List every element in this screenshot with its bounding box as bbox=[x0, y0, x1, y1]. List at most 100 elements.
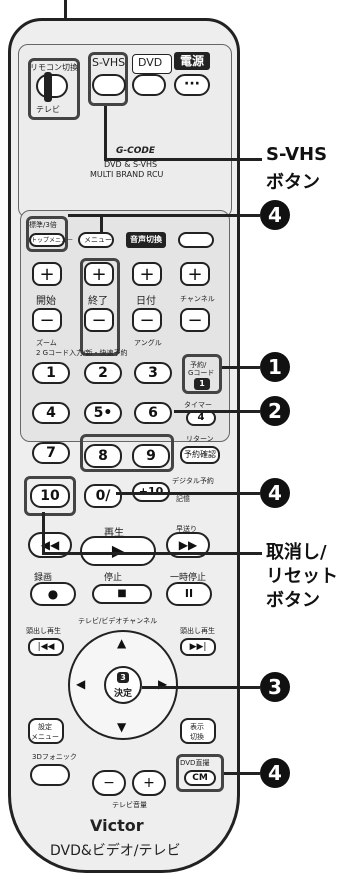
nav-left-icon[interactable]: ◀ bbox=[76, 677, 86, 691]
minus-button-4[interactable]: − bbox=[180, 308, 210, 332]
cue-next-label: 頭出し再生 bbox=[180, 627, 215, 635]
pause-button[interactable]: II bbox=[166, 582, 212, 606]
victor-logo: Victor bbox=[90, 816, 144, 835]
enter-label: 決定 bbox=[114, 689, 133, 699]
key-7[interactable]: 7 bbox=[32, 442, 70, 464]
pause-label: 一時停止 bbox=[170, 573, 207, 583]
gcode-input-label: 2 Gコード入力/新・快速予約 bbox=[36, 349, 128, 357]
cancel-leader-h bbox=[42, 552, 262, 555]
svhs-leader-h bbox=[104, 158, 262, 161]
callout3-leader bbox=[142, 686, 260, 689]
key-4[interactable]: 4 bbox=[32, 402, 70, 424]
minus-button-2[interactable]: − bbox=[84, 308, 114, 332]
cm-highlight bbox=[176, 754, 224, 792]
setup-menu-button[interactable] bbox=[28, 718, 64, 744]
plus-button-2[interactable]: + bbox=[84, 262, 114, 286]
setup-menu-label-1: 設定 bbox=[38, 723, 52, 731]
plus-button-1[interactable]: + bbox=[32, 262, 62, 286]
volume-minus-button[interactable]: − bbox=[92, 770, 126, 796]
key-3[interactable]: 3 bbox=[134, 362, 172, 384]
gcode-button[interactable]: 1 bbox=[194, 378, 210, 390]
col-label-date: 日付 bbox=[136, 296, 156, 307]
play-button[interactable]: ▶ bbox=[80, 536, 156, 566]
dvd-direct-label: DVD直撮 bbox=[180, 759, 210, 767]
key-1[interactable]: 1 bbox=[32, 362, 70, 384]
cancel-caption-3: ボタン bbox=[266, 590, 320, 611]
callout2-leader bbox=[174, 410, 260, 413]
col-label-channel: チャンネル bbox=[180, 295, 215, 303]
surround-button[interactable] bbox=[30, 764, 70, 786]
surround-label: 3Dフォニック bbox=[32, 753, 77, 761]
reserve-label: 予約/ bbox=[190, 361, 207, 369]
col-label-end: 終了 bbox=[88, 296, 108, 307]
col-label-start: 開始 bbox=[36, 296, 56, 307]
key-10[interactable]: 10 bbox=[30, 484, 70, 508]
brand-line-2: MULTI BRAND RCU bbox=[90, 170, 164, 179]
end-column-highlight bbox=[80, 258, 120, 356]
gcode-logo: G-CODE bbox=[116, 146, 155, 156]
menu-button[interactable] bbox=[78, 232, 114, 248]
key-9[interactable]: 9 bbox=[132, 444, 170, 468]
reserve-check-button[interactable]: 予約確認 bbox=[180, 446, 220, 464]
remocon-switch-label: リモコン切換 bbox=[30, 63, 78, 72]
plus-button-4[interactable]: + bbox=[180, 262, 210, 286]
cm-button[interactable]: CM bbox=[184, 770, 216, 786]
dvd-button-label: DVD bbox=[138, 56, 163, 69]
nav-down-icon[interactable]: ▼ bbox=[117, 720, 127, 734]
record-button[interactable]: ● bbox=[30, 582, 76, 606]
tv-mode-label: テレビ bbox=[36, 105, 60, 114]
remocon-switch-toggle[interactable] bbox=[36, 74, 68, 98]
key-2[interactable]: 2 bbox=[84, 362, 122, 384]
cancel-caption-2: リセット bbox=[266, 566, 338, 587]
svhs-button[interactable] bbox=[92, 74, 126, 96]
callout4a-leader-v bbox=[100, 214, 103, 232]
nav-right-icon[interactable]: ▶ bbox=[158, 677, 168, 691]
return-label: リターン bbox=[186, 435, 214, 443]
key-0[interactable]: 0/ bbox=[84, 484, 122, 508]
minus-button-3[interactable]: − bbox=[132, 308, 162, 332]
record-label: 録画 bbox=[34, 573, 53, 583]
stop-label: 停止 bbox=[104, 573, 123, 583]
callout-4-first: 4 bbox=[260, 200, 290, 230]
plus-button-3[interactable]: + bbox=[132, 262, 162, 286]
svhs-leader-v bbox=[104, 106, 107, 160]
remocon-switch-knob bbox=[44, 72, 52, 102]
timer-label: タイマー bbox=[184, 401, 212, 409]
display-button[interactable] bbox=[180, 718, 216, 744]
gcode-highlight bbox=[182, 354, 222, 394]
ff-label: 早送り bbox=[176, 525, 197, 533]
audio-switch-button[interactable]: 音声切換 bbox=[126, 232, 166, 248]
minus-button-1[interactable]: − bbox=[32, 308, 62, 332]
display-label-1: 表示 bbox=[190, 723, 204, 731]
top-menu-button[interactable] bbox=[29, 233, 65, 247]
cancel-caption-1: 取消し/ bbox=[266, 542, 327, 563]
tv-volume-label: テレビ音量 bbox=[112, 801, 147, 809]
zoom-label: ズーム bbox=[36, 339, 57, 347]
callout-4-second: 4 bbox=[260, 478, 290, 508]
angle-label: アングル bbox=[134, 339, 162, 347]
dvd-button[interactable] bbox=[132, 74, 166, 96]
power-button[interactable]: ··· bbox=[174, 74, 210, 96]
hyojun-label: 標準/3倍 bbox=[29, 221, 57, 229]
callout-3: 3 bbox=[260, 672, 290, 702]
remocon-switch-highlight bbox=[28, 58, 80, 120]
cue-next-button[interactable]: ▶▶| bbox=[180, 638, 216, 656]
cue-prev-button[interactable]: |◀◀ bbox=[28, 638, 64, 656]
svhs-button-label: S-VHS bbox=[92, 56, 126, 69]
stop-button[interactable]: ■ bbox=[92, 584, 152, 604]
tv-video-ch-label: テレビ/ビデオチャンネル bbox=[78, 617, 158, 625]
callout-1: 1 bbox=[260, 352, 290, 382]
key-6[interactable]: 6 bbox=[134, 402, 172, 424]
menu-label: メニュー bbox=[84, 236, 112, 244]
callout4b-leader bbox=[116, 492, 260, 495]
volume-plus-button[interactable]: + bbox=[132, 770, 166, 796]
svhs-caption-2: ボタン bbox=[266, 172, 320, 193]
memory-label: 記憶 bbox=[176, 495, 190, 503]
callout1-leader bbox=[222, 366, 260, 369]
setup-menu-label-2: メニュー bbox=[31, 733, 59, 741]
blank-button[interactable] bbox=[178, 232, 214, 248]
nav-up-icon[interactable]: ▲ bbox=[117, 636, 127, 650]
callout4a-leader bbox=[68, 214, 260, 217]
key-8[interactable]: 8 bbox=[84, 444, 122, 468]
key-5[interactable]: 5• bbox=[84, 402, 122, 424]
